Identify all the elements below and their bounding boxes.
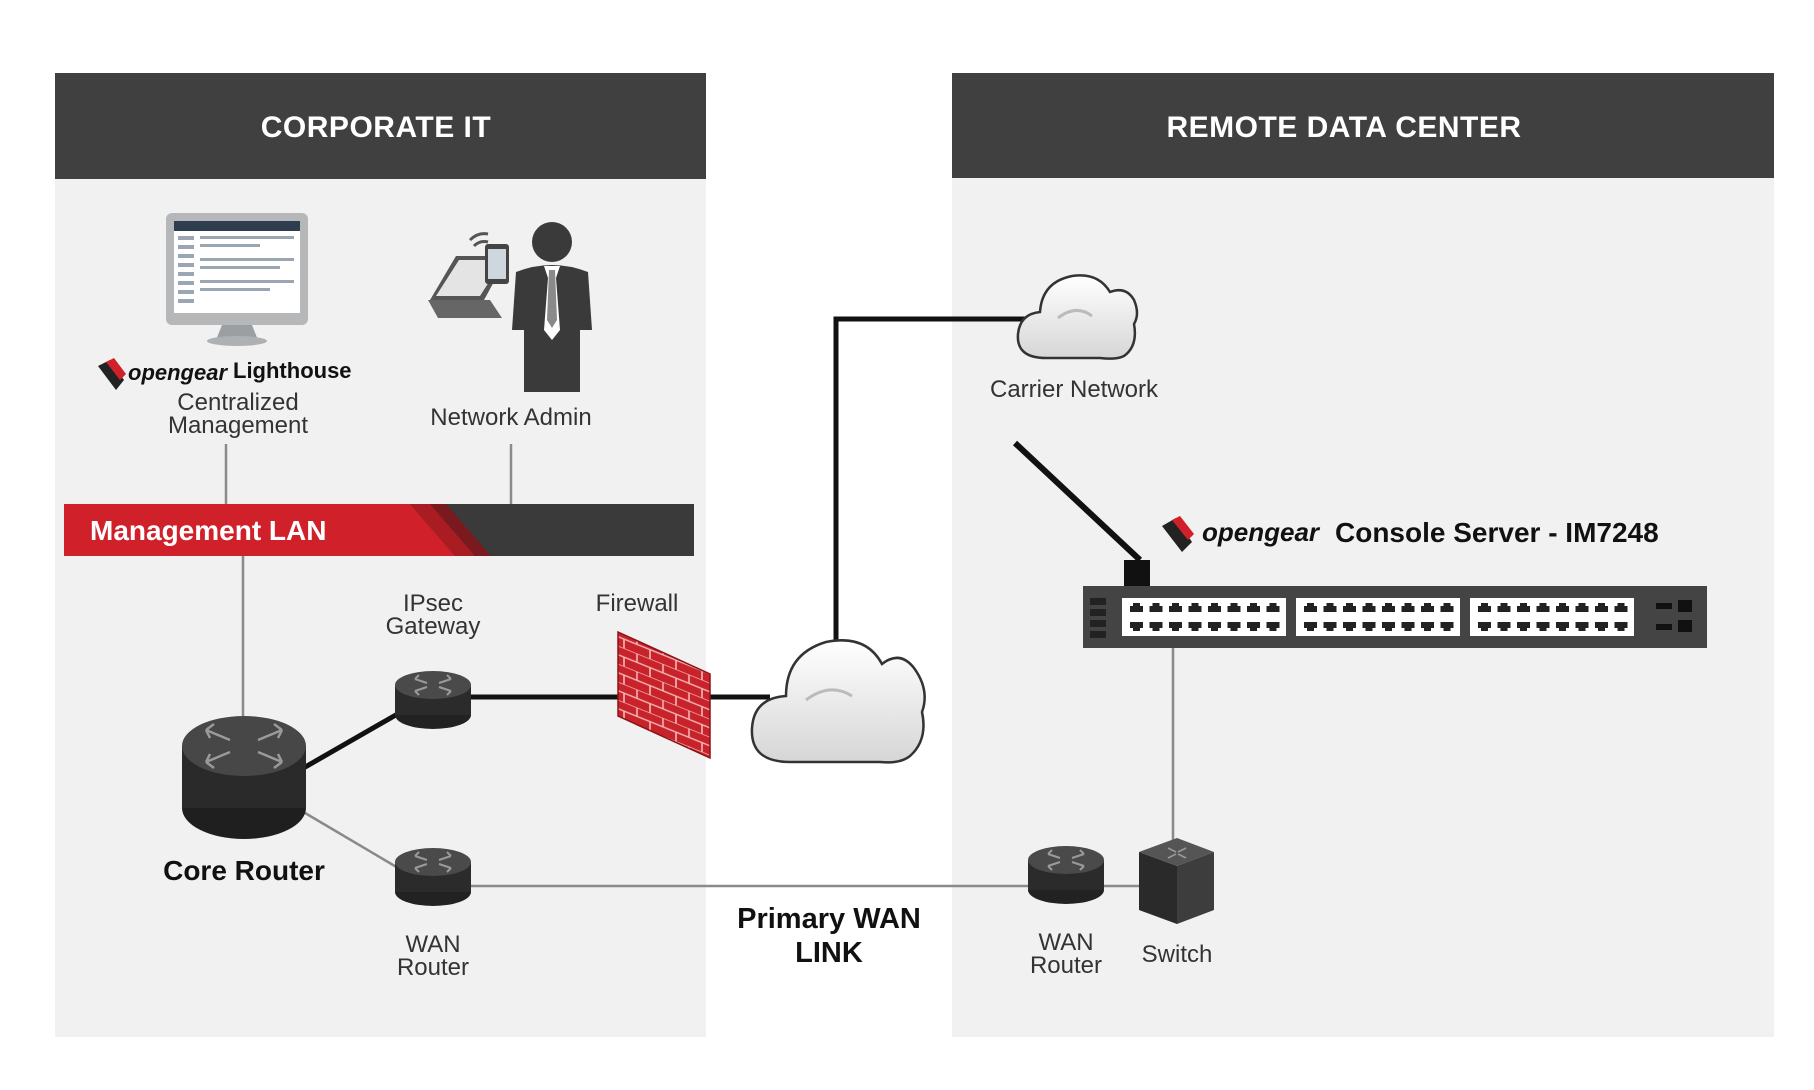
network-port-icon xyxy=(1149,603,1163,612)
network-port-icon xyxy=(1536,603,1550,612)
port-bank-1 xyxy=(1122,598,1286,636)
core-router-label: Core Router xyxy=(163,855,325,886)
network-port-icon xyxy=(1614,622,1628,631)
thin-links xyxy=(224,444,1175,888)
network-port-icon xyxy=(1421,603,1434,612)
network-port-icon xyxy=(1188,622,1202,631)
network-port-icon xyxy=(1343,622,1356,631)
network-port-icon xyxy=(1517,622,1530,631)
network-port-icon xyxy=(1323,622,1337,631)
network-port-icon xyxy=(1517,603,1530,612)
network-port-icon xyxy=(1362,622,1376,631)
network-port-icon xyxy=(1208,622,1221,631)
primary-wan-link-label-2: LINK xyxy=(795,937,863,969)
network-port-icon xyxy=(1343,603,1356,612)
network-port-icon xyxy=(1497,603,1511,612)
network-port-icon xyxy=(1440,622,1454,631)
opengear-logo-icon xyxy=(1162,516,1194,552)
lighthouse-brand: opengear Lighthouse xyxy=(98,358,352,390)
network-port-icon xyxy=(1401,622,1415,631)
carrier-network-label: Carrier Network xyxy=(990,376,1159,403)
network-port-icon xyxy=(1595,603,1608,612)
console-server-brand: opengear Console Server - IM7248 xyxy=(1162,516,1659,552)
network-port-icon xyxy=(1556,603,1569,612)
remote-wan-router-label-2: Router xyxy=(1030,952,1102,979)
network-port-icon xyxy=(1130,622,1143,631)
firewall-icon xyxy=(617,630,711,760)
network-port-icon xyxy=(1149,622,1163,631)
switch-icon xyxy=(1139,838,1214,924)
lighthouse-monitor-icon xyxy=(166,213,308,346)
port-bank-2 xyxy=(1296,598,1460,636)
network-port-icon xyxy=(1595,622,1608,631)
carrier-cloud-icon xyxy=(1016,274,1139,360)
corporate-wan-router-label-2: Router xyxy=(397,954,469,981)
network-port-icon xyxy=(1536,622,1550,631)
ipsec-gateway-router-icon xyxy=(394,670,472,730)
ipsec-label-2: Gateway xyxy=(386,613,481,640)
network-port-icon xyxy=(1227,622,1241,631)
corporate-wan-router-label-1: WAN xyxy=(405,931,460,958)
network-admin-label: Network Admin xyxy=(430,404,591,431)
remote-wan-router-label-1: WAN xyxy=(1038,929,1093,956)
console-server-label: Console Server - IM7248 xyxy=(1335,517,1659,548)
core-router-icon xyxy=(182,716,306,839)
network-port-icon xyxy=(1304,622,1317,631)
network-port-icon xyxy=(1247,622,1260,631)
port-bank-3 xyxy=(1470,598,1634,636)
network-port-icon xyxy=(1478,622,1491,631)
opengear-brand-text: opengear xyxy=(128,360,228,385)
network-port-icon xyxy=(1208,603,1221,612)
remote-wan-router-icon xyxy=(1027,845,1105,905)
firewall-label: Firewall xyxy=(596,590,679,617)
network-port-icon xyxy=(1266,603,1280,612)
network-port-icon xyxy=(1362,603,1376,612)
remote-dc-header-bar xyxy=(952,73,1774,178)
ipsec-label-1: IPsec xyxy=(403,590,463,617)
thick-links xyxy=(298,316,1143,773)
switch-label: Switch xyxy=(1142,941,1213,968)
network-port-icon xyxy=(1323,603,1337,612)
network-port-icon xyxy=(1266,622,1280,631)
network-port-icon xyxy=(1575,622,1589,631)
opengear-logo-icon xyxy=(98,358,126,390)
primary-wan-link-label-1: Primary WAN xyxy=(737,903,921,935)
remote-dc-header: REMOTE DATA CENTER xyxy=(1166,111,1521,144)
network-port-icon xyxy=(1478,603,1491,612)
network-port-icon xyxy=(1169,622,1182,631)
corporate-wan-router-icon xyxy=(394,847,472,907)
network-port-icon xyxy=(1614,603,1628,612)
lighthouse-caption-2: Management xyxy=(168,412,308,439)
management-lan-bar: Management LAN xyxy=(64,504,694,556)
network-port-icon xyxy=(1401,603,1415,612)
network-port-icon xyxy=(1130,603,1143,612)
opengear-brand-text-2: opengear xyxy=(1202,517,1321,547)
internet-cloud-icon xyxy=(750,639,926,764)
network-port-icon xyxy=(1382,603,1395,612)
network-port-icon xyxy=(1382,622,1395,631)
management-lan-label: Management LAN xyxy=(90,515,326,546)
corporate-it-header: CORPORATE IT xyxy=(261,111,491,144)
network-port-icon xyxy=(1575,603,1589,612)
corporate-it-header-bar xyxy=(55,73,706,179)
network-admin-icon xyxy=(428,222,592,392)
lighthouse-caption-1: Centralized xyxy=(177,389,298,416)
network-port-icon xyxy=(1421,622,1434,631)
lighthouse-product-name: Lighthouse xyxy=(233,358,352,383)
network-port-icon xyxy=(1188,603,1202,612)
console-server-device-icon xyxy=(1083,560,1707,648)
network-port-icon xyxy=(1304,603,1317,612)
network-port-icon xyxy=(1247,603,1260,612)
network-port-icon xyxy=(1227,603,1241,612)
network-port-icon xyxy=(1169,603,1182,612)
network-port-icon xyxy=(1440,603,1454,612)
network-port-icon xyxy=(1497,622,1511,631)
network-port-icon xyxy=(1556,622,1569,631)
